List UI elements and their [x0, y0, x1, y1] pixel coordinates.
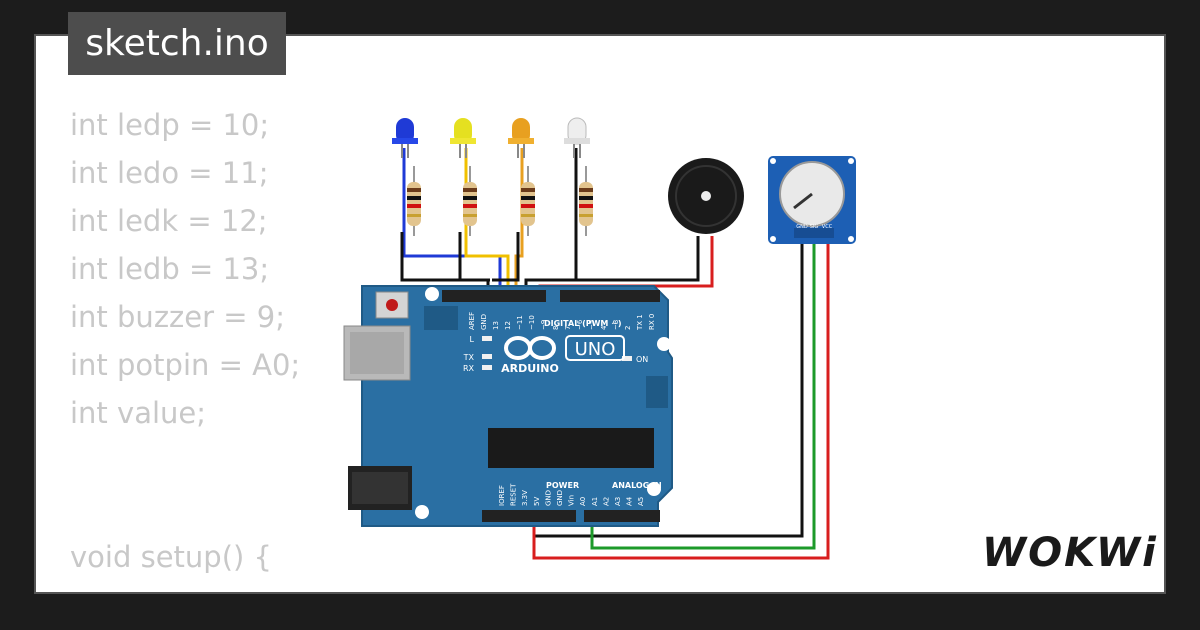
pin-label: ~3 — [612, 320, 620, 330]
board-model: UNO — [575, 339, 616, 360]
code-line: int ledk = 12; — [70, 204, 268, 238]
led-white[interactable] — [564, 117, 590, 158]
arduino-logo-icon — [504, 336, 556, 360]
pin-label: A0 — [579, 497, 587, 506]
pin-label: RX 0 — [648, 314, 656, 330]
pin-label: 4 — [600, 325, 608, 330]
led-yellow[interactable] — [450, 118, 476, 158]
pin-label: Vin — [568, 495, 576, 506]
pot-pin-label: GND — [796, 224, 808, 230]
code-line: int value; — [70, 396, 207, 430]
pin-label: 2 — [624, 326, 632, 330]
circuit-diagram: GND SIG VCC — [343, 117, 856, 560]
pin-label: 8 — [552, 326, 560, 330]
resistor[interactable] — [521, 166, 535, 236]
pin-label: AREF — [468, 312, 476, 330]
wire-black — [458, 232, 490, 282]
preview-card: int ledp = 10; int ledo = 11; int ledk =… — [34, 34, 1166, 594]
pin-label: ~6 — [576, 319, 584, 330]
pin-label: A2 — [602, 497, 610, 506]
file-title-tab[interactable]: sketch.ino — [68, 12, 286, 75]
resistor[interactable] — [579, 166, 593, 236]
pin-label: A3 — [614, 497, 622, 506]
code-line: void setup() { — [70, 540, 272, 574]
pin-label: ~9 — [540, 320, 548, 330]
wokwi-logo: WOKWi — [982, 530, 1158, 576]
pin-label: 13 — [492, 321, 500, 330]
pin-label: A5 — [637, 497, 645, 506]
pin-label: A1 — [591, 497, 599, 506]
pin-label: GND — [480, 314, 488, 330]
code-line: int ledb = 13; — [70, 252, 270, 286]
wire-blue — [402, 148, 502, 296]
code-line: int potpin = A0; — [70, 348, 301, 382]
code-line: int buzzer = 9; — [70, 300, 285, 334]
wire-red — [532, 240, 830, 560]
resistor[interactable] — [463, 166, 477, 236]
board-led-label: TX — [463, 353, 475, 362]
potentiometer[interactable]: GND SIG VCC — [768, 156, 856, 244]
pin-label: A4 — [626, 496, 634, 506]
led-orange[interactable] — [508, 118, 534, 158]
board-led-label: L — [470, 335, 475, 344]
code-line: int ledp = 10; — [70, 108, 270, 142]
pot-pin-label: SIG — [810, 224, 819, 230]
pin-label: GND — [544, 490, 552, 506]
analog-header-label: ANALOG IN — [612, 481, 662, 490]
pin-label: RESET — [510, 483, 518, 506]
pin-label: TX 1 — [636, 314, 644, 331]
led-blue[interactable] — [392, 118, 418, 158]
pin-label: ~5 — [588, 320, 596, 330]
pin-label: ~11 — [516, 315, 524, 330]
digital-header-label: DIGITAL (PWM ~) — [544, 319, 622, 328]
code-line: int ledo = 11; — [70, 156, 269, 190]
pin-label: 7 — [564, 326, 572, 330]
wire-green — [590, 240, 816, 550]
board-brand: ARDUINO — [501, 362, 559, 375]
buzzer[interactable] — [668, 158, 744, 234]
pot-pin-label: VCC — [822, 224, 833, 230]
pin-label: IOREF — [498, 485, 506, 506]
pin-label: GND — [556, 490, 564, 506]
wire-black — [530, 236, 700, 282]
arduino-uno-board[interactable]: L TX RX ON DIGITAL (PWM ~) POWER ANALOG … — [343, 285, 673, 527]
board-led-label: RX — [463, 364, 475, 373]
board-led-label: ON — [636, 355, 648, 364]
power-header-label: POWER — [546, 481, 579, 490]
wire-black — [492, 232, 520, 282]
pin-label: ~10 — [528, 315, 536, 330]
pin-label: 3.3V — [521, 490, 529, 506]
pin-label: 12 — [504, 321, 512, 330]
resistor[interactable] — [407, 166, 421, 236]
pin-label: 5V — [533, 497, 541, 506]
